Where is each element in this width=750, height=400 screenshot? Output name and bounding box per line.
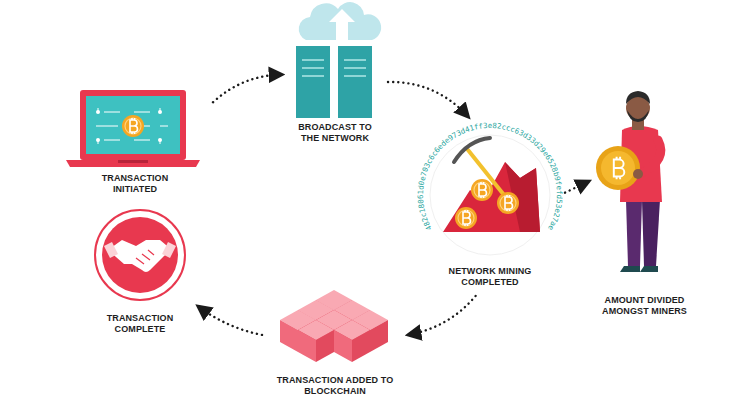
miner-figure — [596, 91, 662, 272]
step-node: TRANSACTION COMPLETE — [85, 205, 195, 340]
mining-icon — [430, 135, 550, 255]
mining-icon-part — [430, 135, 550, 255]
step-label: NETWORK MINING COMPLETED — [435, 266, 545, 288]
laptop-icon-part — [158, 110, 162, 114]
laptop-icon-part — [96, 110, 100, 114]
step-node: TRANSACTION INITIATED — [60, 85, 210, 200]
step-label: TRANSACTION COMPLETE — [95, 313, 185, 335]
laptop-icon-part — [158, 138, 162, 142]
handshake-icon-part — [104, 242, 176, 258]
miner-figure-part — [601, 151, 635, 185]
step-node: TRANSACTION ADDED TO BLOCKCHAIN — [265, 280, 405, 400]
miner-figure-part — [633, 169, 643, 179]
miner-figure-part — [642, 200, 660, 266]
step-label: BROADCAST TO THE NETWORK — [290, 122, 380, 144]
step-label: TRANSACTION ADDED TO BLOCKCHAIN — [265, 375, 405, 397]
laptop-icon-part — [80, 90, 186, 160]
handshake-icon-part — [108, 240, 172, 272]
server-icon-part — [302, 60, 366, 76]
mining-icon-part — [455, 207, 477, 229]
step-node: NETWORK MINING COMPLETED — [418, 120, 562, 293]
laptop-icon-part — [66, 160, 200, 167]
server-icon-part — [296, 46, 330, 118]
hash-text: 482c18061d0e703c6c6ede973d41ff3e82ccc63d… — [416, 121, 564, 233]
server-icon-part — [299, 2, 381, 40]
server-icon-part — [329, 9, 355, 40]
step-node: AMOUNT DIVIDED AMONGST MINERS — [592, 95, 697, 322]
dotted-arrow — [388, 82, 468, 117]
mining-icon-part — [443, 162, 540, 232]
handshake-icon-part — [102, 217, 178, 293]
miner-figure-part — [627, 110, 649, 122]
dotted-arrow — [408, 296, 476, 335]
laptop-icon-part — [96, 138, 100, 142]
dotted-arrow — [565, 181, 589, 192]
server-icon — [296, 2, 381, 118]
dotted-arrow — [198, 306, 262, 335]
laptop-icon — [66, 90, 200, 167]
handshake-icon-part — [136, 250, 154, 264]
miner-figure-part — [614, 157, 625, 179]
miner-figure-part — [596, 146, 640, 190]
mining-icon-part — [454, 138, 490, 162]
miner-figure-part — [640, 140, 661, 174]
laptop-icon-part — [122, 115, 144, 137]
laptop-icon-part — [86, 96, 180, 154]
step-label: AMOUNT DIVIDED AMONGST MINERS — [595, 295, 695, 317]
mining-icon-part — [471, 179, 493, 201]
server-icon-part — [338, 46, 372, 118]
laptop-icon-part — [118, 160, 148, 163]
blockchain-blocks-part — [334, 320, 370, 362]
laptop-icon-part — [96, 108, 168, 144]
handshake-icon — [95, 210, 185, 300]
miner-figure-part — [626, 91, 650, 104]
miner-figure-part-part — [614, 157, 625, 179]
handshake-icon-part — [95, 210, 185, 300]
blockchain-blocks-part — [298, 320, 334, 362]
miner-figure-part — [640, 266, 658, 272]
step-node: BROADCAST TO THE NETWORK — [285, 0, 385, 149]
miner-figure-part — [620, 266, 640, 272]
blockchain-blocks — [280, 290, 388, 362]
mining-icon-part — [497, 192, 519, 214]
step-label: TRANSACTION INITIATED — [90, 173, 180, 195]
mining-icon-part — [468, 150, 508, 200]
dotted-arrow — [213, 75, 282, 103]
miner-figure-part — [626, 200, 642, 266]
